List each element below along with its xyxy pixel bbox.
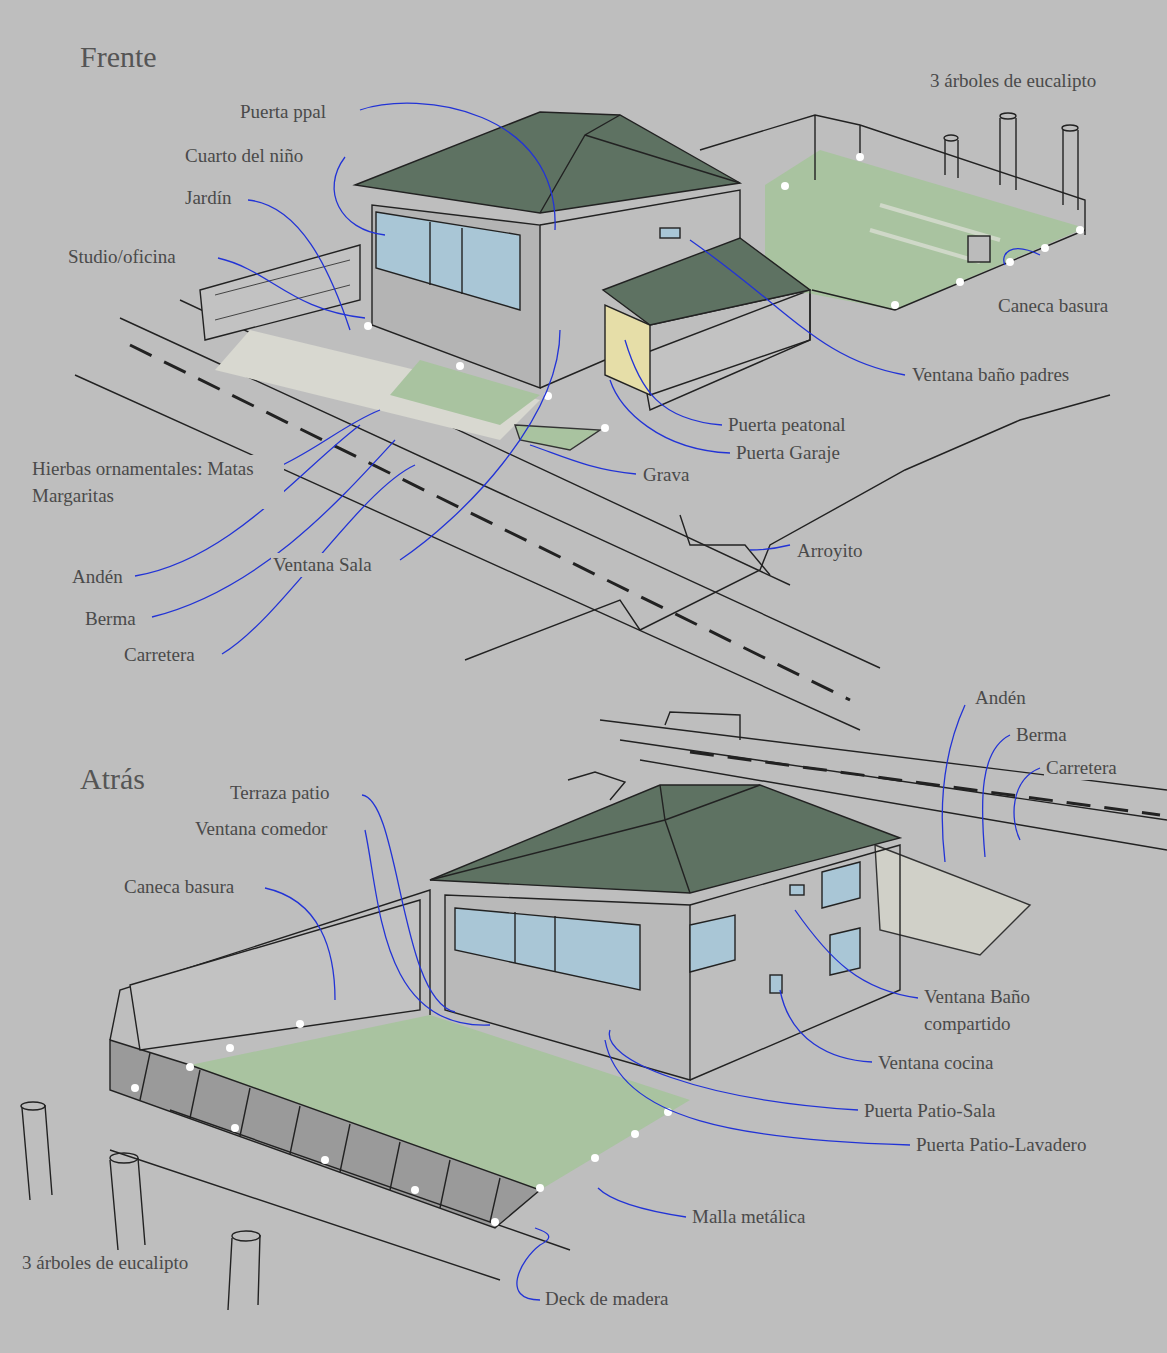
callout-label: Cuarto del niño [183, 144, 305, 168]
callout-label: Ventana comedor [193, 817, 329, 841]
callout-label: 3 árboles de eucalipto [20, 1251, 190, 1275]
callout-label: Ventana Baño compartido [922, 983, 1076, 1037]
callout-label: Ventana cocina [876, 1051, 996, 1075]
callout-label: Andén [70, 565, 125, 589]
callout-label: Arroyito [795, 539, 864, 563]
callout-label: 3 árboles de eucalipto [928, 69, 1098, 93]
view-heading: Frente [78, 40, 159, 74]
callout-label: Carretera [122, 643, 197, 667]
callout-label: Andén [973, 686, 1028, 710]
callout-label: Berma [83, 607, 138, 631]
callout-label: Grava [641, 463, 691, 487]
callout-label: Terraza patio [228, 781, 331, 805]
callout-label: Ventana baño padres [910, 363, 1071, 387]
callout-label: Berma [1014, 723, 1069, 747]
callout-label: Ventana Sala [271, 553, 374, 577]
callout-label: Hierbas ornamentales: Matas Margaritas [30, 455, 284, 509]
callout-label: Puerta peatonal [726, 413, 848, 437]
callout-label: Malla metálica [690, 1205, 807, 1229]
callout-label: Puerta Patio-Sala [862, 1099, 997, 1123]
callout-label: Caneca basura [122, 875, 236, 899]
callout-label: Puerta Garaje [734, 441, 842, 465]
view-heading: Atrás [78, 762, 147, 796]
callout-label: Puerta ppal [238, 100, 328, 124]
callout-label: Studio/oficina [66, 245, 178, 269]
callout-label: Puerta Patio-Lavadero [914, 1133, 1088, 1157]
callout-label: Deck de madera [543, 1287, 670, 1311]
callout-label: Carretera [1044, 756, 1119, 780]
callout-label: Jardín [183, 186, 233, 210]
callout-label: Caneca basura [996, 294, 1110, 318]
